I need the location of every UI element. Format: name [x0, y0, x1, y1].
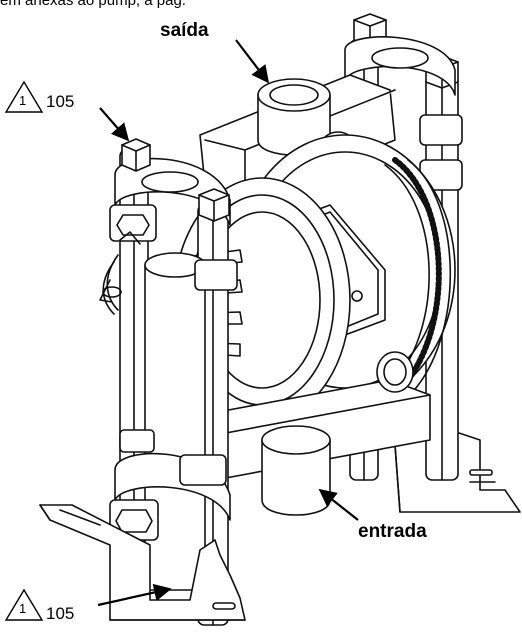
warning-triangle-icon	[4, 80, 44, 113]
bottom-left-105-arrow	[97, 583, 172, 607]
outlet-arrow	[235, 39, 270, 84]
part-number-bottom: 105	[46, 604, 75, 623]
front-left-tube	[144, 252, 206, 591]
ground-strap	[99, 231, 141, 315]
triangle-number: 1	[19, 601, 27, 616]
front-left-base	[39, 504, 246, 621]
top-left-nuts	[121, 138, 230, 222]
outlet-label: saída	[160, 20, 209, 41]
inlet-manifold	[174, 351, 431, 516]
inlet-arrow	[318, 488, 359, 521]
rear-top-clamp	[344, 36, 463, 191]
top-left-105-arrow	[99, 107, 130, 142]
top-left-clamp	[109, 157, 238, 291]
triangle-number: 1	[19, 93, 27, 108]
part-number-top: 105	[46, 92, 75, 111]
warning-triangle-icon	[4, 588, 44, 621]
inlet-label: entrada	[358, 521, 427, 542]
clipped-header-text: ém anexas ao pump, a pág.	[0, 0, 186, 9]
